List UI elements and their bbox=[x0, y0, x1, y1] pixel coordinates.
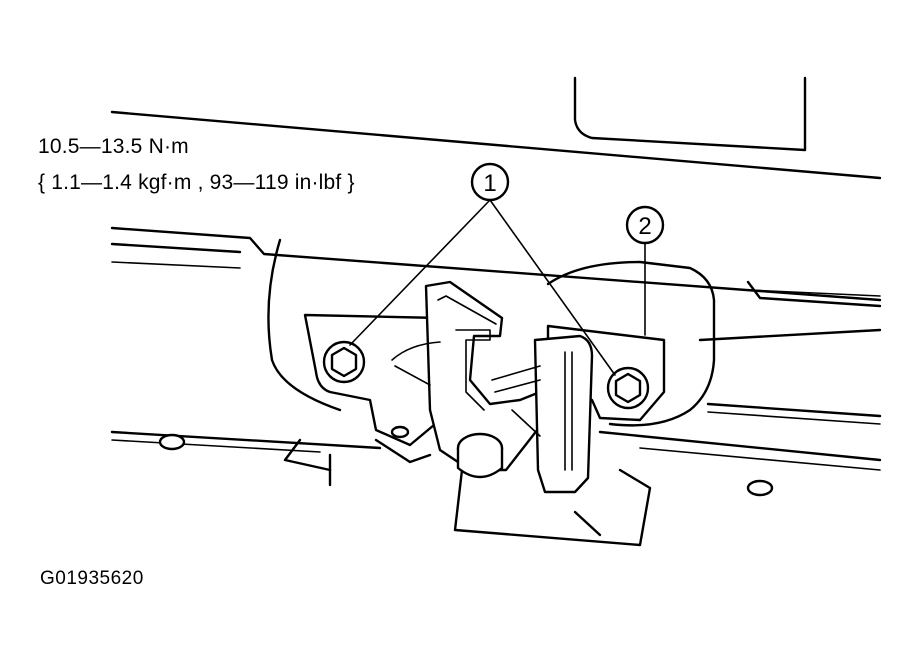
bolt-right bbox=[606, 366, 650, 410]
callout-2-label: 2 bbox=[638, 213, 651, 240]
body-panel-outline bbox=[110, 76, 882, 471]
callout-leaders bbox=[349, 199, 646, 376]
body-studs bbox=[158, 425, 774, 497]
latch-bracket bbox=[267, 238, 716, 547]
callout-1-label: 1 bbox=[483, 170, 496, 197]
release-roller bbox=[456, 432, 504, 479]
latch-hook bbox=[391, 280, 547, 472]
torque-spec-metric: 10.5—13.5 N·m bbox=[38, 135, 189, 158]
callout-1: 1 bbox=[470, 162, 510, 202]
torque-spec-alternate-units: { 1.1—1.4 kgf·m , 93—119 in·lbf } bbox=[38, 171, 355, 194]
latch-lever bbox=[491, 334, 594, 494]
figure-id: G01935620 bbox=[40, 568, 144, 589]
callout-2: 2 bbox=[625, 205, 665, 245]
bolt-left bbox=[322, 340, 366, 384]
